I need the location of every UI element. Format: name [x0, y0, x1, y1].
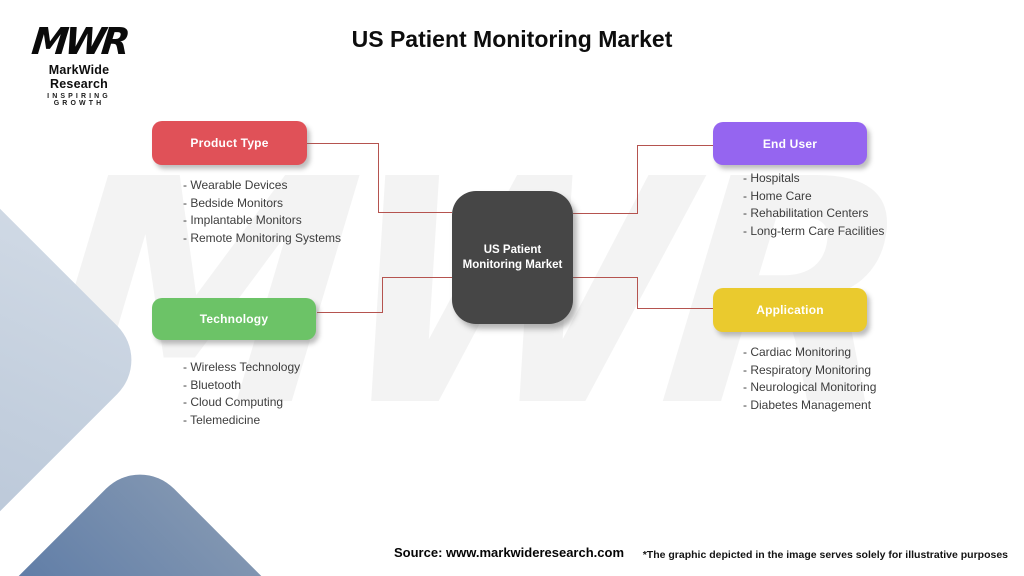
- central-node-label-line2: Monitoring Market: [462, 258, 563, 271]
- list-item: - Implantable Monitors: [183, 213, 302, 227]
- branch-box-application: Application: [713, 288, 867, 332]
- item-list-end-user: - Hospitals - Home Care - Rehabilitation…: [743, 170, 884, 240]
- connector-technology-h2: [317, 312, 382, 313]
- markwide-research-logo: MWR MarkWide Research INSPIRING GROWTH: [20, 20, 138, 107]
- item-list-product-type: - Wearable Devices - Bedside Monitors - …: [183, 177, 341, 247]
- branch-label-product-type: Product Type: [190, 136, 269, 150]
- list-item: - Wireless Technology: [183, 360, 301, 374]
- branch-box-product-type: Product Type: [152, 121, 307, 165]
- connector-technology-h1: [382, 277, 452, 278]
- connector-product-type-h1: [307, 143, 378, 144]
- list-item: - Rehabilitation Centers: [743, 206, 869, 220]
- list-item: - Wearable Devices: [183, 178, 288, 192]
- connector-product-type-v: [378, 143, 379, 213]
- connector-end-user-h2: [637, 145, 713, 146]
- central-node-label-line1: US Patient: [483, 243, 542, 256]
- branch-box-technology: Technology: [152, 298, 316, 340]
- page-title: US Patient Monitoring Market: [351, 26, 673, 52]
- connector-end-user-h1: [573, 213, 637, 214]
- list-item: - Cloud Computing: [183, 395, 284, 409]
- list-item: - Cardiac Monitoring: [743, 345, 852, 359]
- item-list-technology: - Wireless Technology - Bluetooth - Clou…: [183, 359, 300, 429]
- branch-box-end-user: End User: [713, 122, 867, 165]
- disclaimer-text: *The graphic depicted in the image serve…: [642, 549, 1008, 561]
- connector-application-h1: [573, 277, 637, 278]
- item-list-application: - Cardiac Monitoring - Respiratory Monit…: [743, 344, 876, 414]
- branch-label-end-user: End User: [762, 136, 818, 151]
- list-item: - Telemedicine: [183, 412, 261, 427]
- connector-product-type-h2: [378, 212, 452, 213]
- source-text: Source: www.markwideresearch.com: [394, 545, 625, 560]
- logo-tagline: INSPIRING GROWTH: [47, 93, 111, 107]
- branch-label-technology: Technology: [199, 312, 269, 326]
- central-node-us-patient-monitoring-market: US Patient Monitoring Market: [452, 191, 573, 324]
- connector-end-user-v: [637, 145, 638, 214]
- logo-name: MarkWide Research: [48, 63, 110, 91]
- list-item: - Respiratory Monitoring: [743, 362, 872, 377]
- list-item: - Remote Monitoring Systems: [183, 230, 342, 245]
- list-item: - Bluetooth: [183, 377, 242, 392]
- branch-label-application: Application: [756, 303, 824, 317]
- connector-application-v: [637, 277, 638, 309]
- connector-application-h2: [637, 308, 713, 309]
- list-item: - Long-term Care Facilities: [743, 223, 885, 238]
- list-item: - Diabetes Management: [743, 397, 872, 412]
- list-item: - Hospitals: [743, 171, 800, 185]
- list-item: - Neurological Monitoring: [743, 380, 877, 394]
- list-item: - Home Care: [743, 188, 812, 203]
- list-item: - Bedside Monitors: [183, 195, 284, 210]
- connector-technology-v: [382, 277, 383, 313]
